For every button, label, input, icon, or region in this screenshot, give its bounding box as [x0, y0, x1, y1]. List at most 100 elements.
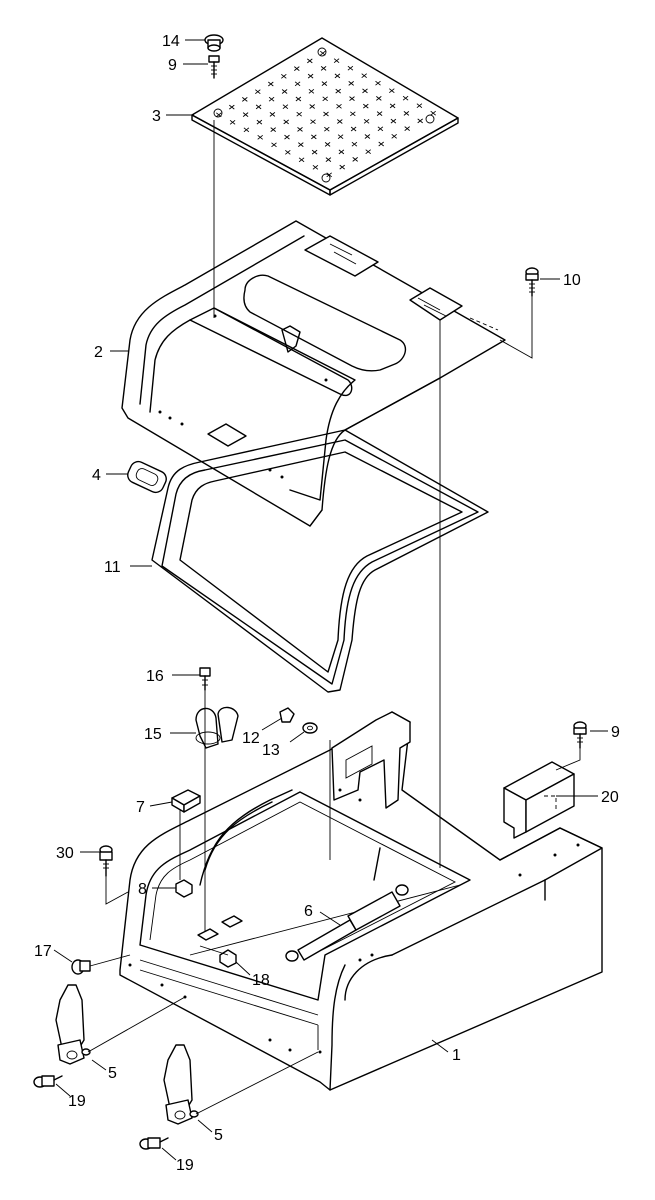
perforation-mark: [298, 142, 304, 147]
perforation-mark: [243, 127, 250, 133]
part-16-bolt: [199, 667, 211, 691]
perforation-mark: [294, 81, 301, 87]
perforation-mark: [391, 133, 397, 139]
perforation-mark: [311, 149, 318, 155]
part-30-bolt: [99, 845, 113, 877]
part-10-screw: [525, 267, 539, 297]
part-1-housing: [119, 711, 603, 1091]
perforation-mark: [338, 149, 345, 155]
callout-17: 17: [34, 943, 52, 960]
perforation-mark: [350, 111, 356, 117]
perforation-mark: [390, 118, 397, 124]
perforation-mark: [377, 126, 384, 132]
leader-lines: [53, 39, 608, 1161]
perforation-mark: [308, 88, 315, 94]
part-15-clip: [195, 706, 239, 749]
callout-2: 2: [94, 344, 103, 361]
callout-20: 20: [601, 789, 619, 806]
perforation-mark: [337, 134, 344, 140]
perforation-mark: [257, 134, 263, 140]
perforation-mark: [255, 89, 261, 95]
perforation-mark: [271, 142, 277, 148]
perforation-mark: [324, 126, 330, 132]
perforation-mark: [404, 126, 410, 131]
perforation-mark: [402, 95, 409, 101]
callout-labels: 14 9 3 10 2 4 11 16 15 12 13 9 7 20 30 8…: [34, 33, 620, 1174]
part-5-hinge-left: [55, 984, 91, 1065]
part-3-perforated-plate: [191, 37, 459, 196]
perforation-mark: [268, 96, 275, 102]
part-5-hinge-right: [163, 1044, 199, 1125]
perforation-mark: [296, 111, 302, 117]
callout-7: 7: [136, 799, 145, 816]
perforation-mark: [242, 112, 249, 117]
callout-6: 6: [304, 903, 313, 920]
callout-14: 14: [162, 33, 180, 50]
perforation-mark: [309, 104, 315, 109]
perforation-mark: [364, 134, 371, 139]
part-19-bolt-left: [33, 1075, 63, 1088]
callout-5-left: 5: [108, 1065, 117, 1082]
part-12-nut: [279, 707, 295, 723]
perforation-mark: [389, 103, 396, 109]
perforation-mark: [325, 157, 332, 162]
perforation-mark: [324, 142, 331, 147]
perforation-mark: [333, 58, 340, 64]
perforation-mark: [363, 103, 369, 109]
perforation-mark: [351, 141, 358, 147]
perforation-mark: [389, 88, 395, 94]
perforation-mark: [365, 149, 371, 155]
perforation-mark: [347, 65, 354, 71]
callout-18: 18: [252, 972, 270, 989]
part-2-hood: [121, 220, 506, 527]
perforation-mark: [378, 141, 384, 147]
callout-8: 8: [138, 881, 147, 898]
callout-9-top: 9: [168, 57, 177, 74]
perforation-mark: [403, 111, 410, 116]
perforation-mark: [311, 134, 317, 140]
callout-11: 11: [104, 559, 121, 576]
perforation-mark: [283, 119, 289, 125]
callout-19-right: 19: [176, 1157, 194, 1174]
perforation-mark: [430, 110, 436, 116]
perforation-mark: [320, 66, 327, 71]
perforation-mark: [417, 118, 423, 124]
callout-16: 16: [146, 668, 164, 685]
callout-19-left: 19: [68, 1093, 86, 1110]
perforation-mark: [285, 149, 291, 155]
callout-1: 1: [452, 1047, 461, 1064]
perforation-mark: [312, 164, 319, 170]
perforation-mark: [307, 58, 313, 64]
perforation-mark: [268, 81, 274, 87]
plate-perforations: [216, 50, 436, 178]
perforation-mark: [307, 73, 314, 79]
perforation-mark: [256, 119, 263, 125]
perforation-mark: [320, 50, 326, 56]
perforation-mark: [337, 119, 343, 124]
perforation-mark: [281, 73, 287, 79]
callout-30: 30: [56, 845, 74, 862]
perforation-mark: [297, 127, 303, 132]
perforation-mark: [376, 96, 382, 101]
perforation-mark: [363, 118, 370, 124]
perforation-mark: [350, 126, 357, 132]
part-6-gas-strut: [285, 847, 409, 962]
part-11-seal-frame: [151, 429, 489, 693]
perforation-mark: [334, 73, 341, 79]
perforation-mark: [298, 157, 305, 163]
perforation-mark: [362, 88, 368, 94]
callout-15: 15: [144, 726, 162, 743]
perforation-mark: [348, 81, 354, 86]
callout-9-lower: 9: [611, 724, 620, 741]
perforation-mark: [229, 104, 235, 110]
perforation-mark: [284, 134, 290, 140]
part-18-nut: [219, 949, 237, 968]
part-8-nut: [175, 879, 193, 898]
perforation-mark: [295, 96, 302, 102]
perforation-mark: [416, 103, 423, 109]
callout-3: 3: [152, 108, 161, 125]
perforation-mark: [376, 111, 383, 116]
perforation-mark: [255, 104, 262, 110]
part-9-screw-lower: [573, 721, 587, 749]
